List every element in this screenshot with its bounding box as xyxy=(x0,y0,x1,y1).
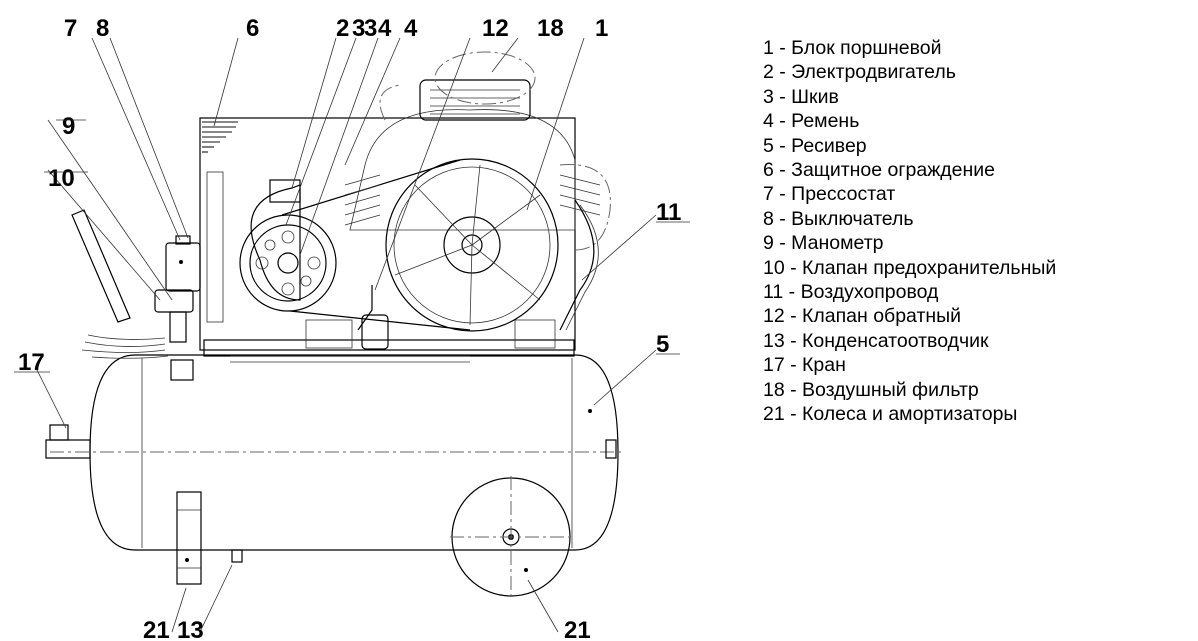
mounting-frame xyxy=(203,339,575,363)
legend-item: 5 - Ресивер xyxy=(763,134,867,157)
leader-lines xyxy=(35,37,657,633)
receiver-tank xyxy=(50,354,625,551)
shock-absorber xyxy=(176,491,202,585)
legend-item: 1 - Блок поршневой xyxy=(763,37,942,59)
cylinder-fins xyxy=(344,89,601,226)
legend-item: 7 - Прессостат xyxy=(763,183,896,206)
callout-7: 7 xyxy=(64,15,77,42)
callout-4a: 4 xyxy=(378,15,392,42)
protective-guard xyxy=(199,117,576,351)
callout-11: 11 xyxy=(656,199,681,226)
drain-tap xyxy=(45,424,91,459)
legend-item: 11 - Воздухопровод xyxy=(763,281,939,304)
legend-item: 21 - Колеса и амортизаторы xyxy=(763,403,1018,426)
legend-item: 13 - Конденсатоотводчик xyxy=(763,329,989,352)
safety-valve xyxy=(71,209,131,323)
parts-legend: 1 - Блок поршневой 2 - Электродвигатель … xyxy=(763,36,1056,427)
callout-5: 5 xyxy=(656,331,669,358)
piston-block xyxy=(344,79,601,332)
drive-belt xyxy=(281,159,471,331)
callout-9: 9 xyxy=(62,113,75,140)
callout-2: 2 xyxy=(336,15,349,42)
callout-3b: 3 xyxy=(364,15,377,42)
legend-item: 8 - Выключатель xyxy=(763,207,914,230)
callout-4b: 4 xyxy=(404,15,418,42)
wheel xyxy=(450,476,572,598)
legend-item: 3 - Шкив xyxy=(763,85,839,108)
callout-21a: 21 xyxy=(143,617,170,641)
guard-hatch xyxy=(202,121,238,153)
callout-17: 17 xyxy=(18,349,45,376)
legend-item: 17 - Кран xyxy=(763,354,846,377)
callout-8: 8 xyxy=(96,15,109,42)
callout-13: 13 xyxy=(177,617,204,641)
legend-item: 10 - Клапан предохранительный xyxy=(763,256,1057,279)
pressure-switch xyxy=(154,235,201,381)
callout-1: 1 xyxy=(595,15,608,42)
legend-item: 9 - Манометр xyxy=(763,232,884,255)
callout-3: 3 xyxy=(352,15,365,42)
legend-item: 6 - Защитное ограждение xyxy=(763,159,995,182)
callout-21b: 21 xyxy=(564,617,591,641)
legend-item: 18 - Воздушный фильтр xyxy=(763,378,979,401)
air-pipe xyxy=(559,199,599,331)
callout-12: 12 xyxy=(482,15,509,42)
legend-item: 12 - Клапан обратный xyxy=(763,305,962,328)
condensate-drain xyxy=(231,549,243,563)
callout-6: 6 xyxy=(246,15,259,42)
callout-labels: 7 8 6 2 3 3 4 4 12 18 1 9 10 17 11 5 21 … xyxy=(18,15,681,641)
electric-motor xyxy=(239,179,337,312)
air-filter xyxy=(379,51,611,251)
callout-18: 18 xyxy=(537,15,564,42)
legend-item: 4 - Ремень xyxy=(763,110,860,133)
electrical-cable xyxy=(81,334,169,359)
check-valve xyxy=(357,285,389,350)
callout-10: 10 xyxy=(48,165,75,192)
legend-item: 2 - Электродвигатель xyxy=(763,61,956,84)
